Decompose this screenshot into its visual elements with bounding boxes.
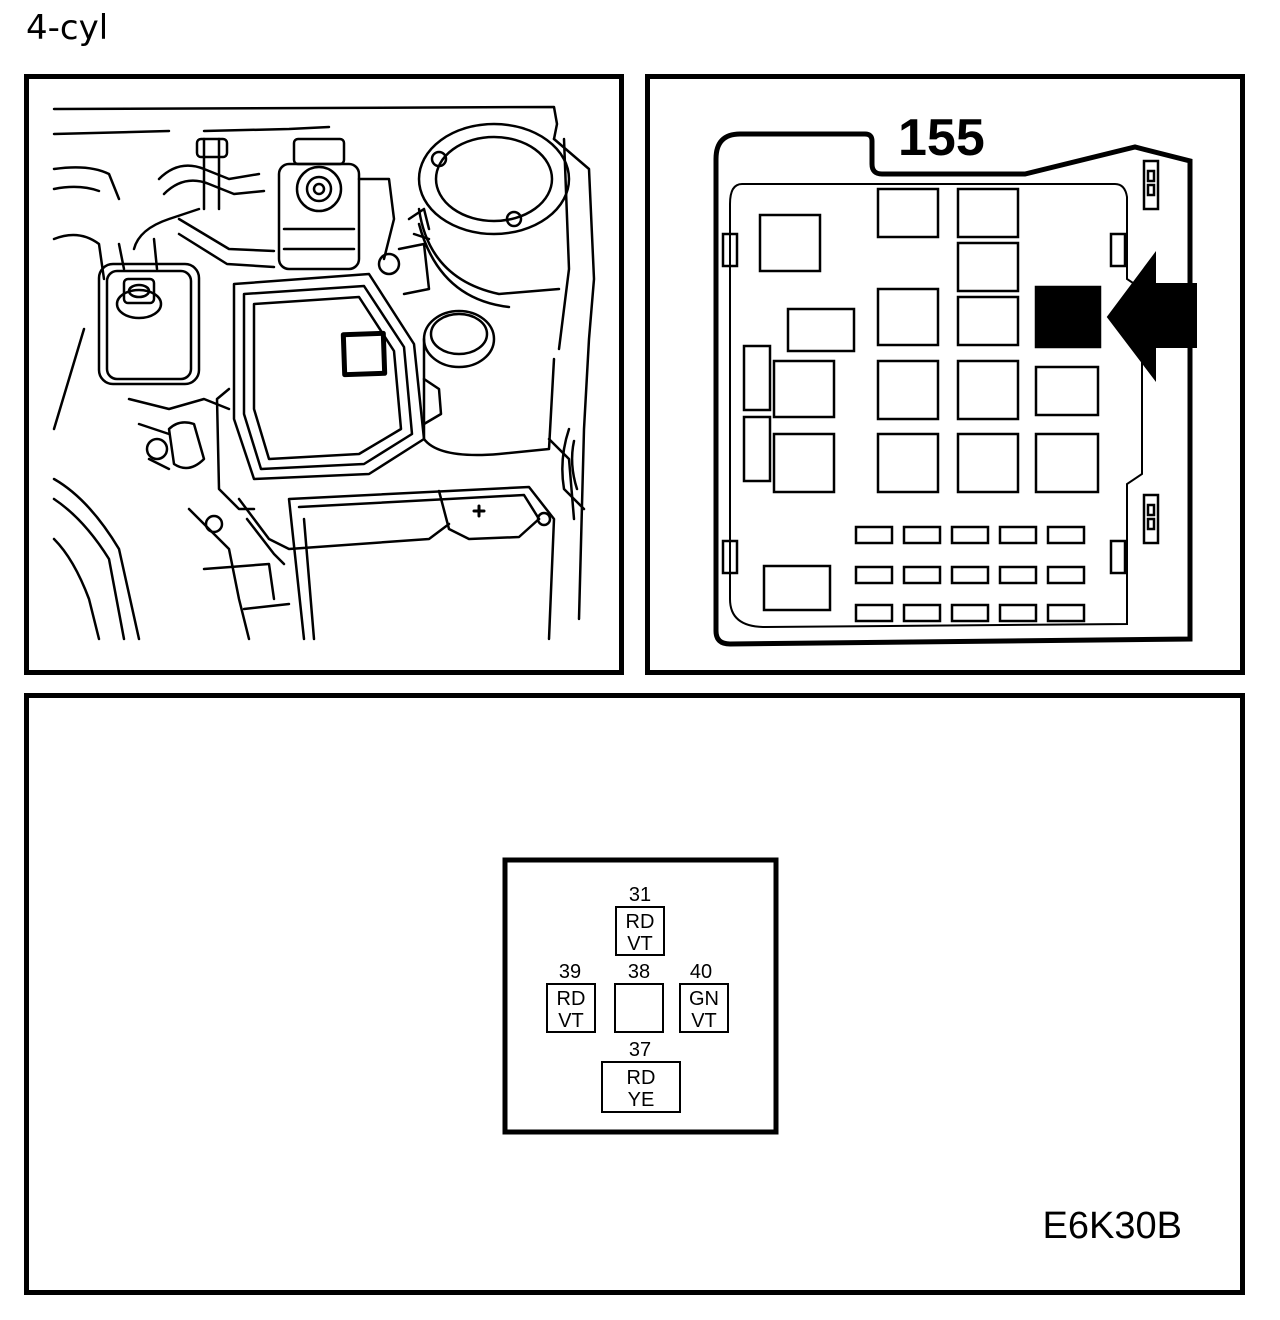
pin-wire-color: RD <box>627 1067 656 1089</box>
figure-id: E6K30B <box>1042 1205 1182 1247</box>
engine-variant-label: 4-cyl <box>26 8 109 48</box>
pin-wire-color: RD <box>626 911 655 933</box>
engine-bay-drawing <box>52 105 596 641</box>
pin-wire-color: VT <box>691 1010 717 1032</box>
pointer-arrow-icon <box>1106 250 1197 382</box>
fuse-box-layout: 155 <box>645 74 1245 675</box>
connector-pinout-panel: 31 RD VT 39 RD VT 38 40 GN VT 37 RD YE E… <box>24 693 1245 1295</box>
pin-cavity <box>679 983 729 1033</box>
pin-wire-color: GN <box>689 988 719 1010</box>
pin-wire-color: RD <box>557 988 586 1010</box>
pin-number: 40 <box>690 961 712 983</box>
pin-cavity <box>546 983 596 1033</box>
pin-number: 39 <box>559 961 581 983</box>
highlighted-relay <box>1034 285 1102 349</box>
engine-bay-illustration <box>24 74 624 675</box>
pin-cavity-empty <box>614 983 664 1033</box>
pin-number: 38 <box>628 961 650 983</box>
pin-wire-color: VT <box>627 933 653 955</box>
fuse-box-drawing: 155 <box>713 109 1197 647</box>
pin-number: 31 <box>629 884 651 906</box>
pin-cavity <box>601 1061 681 1113</box>
fuse-box-label: 155 <box>898 109 985 167</box>
connector-housing <box>502 857 779 1135</box>
fuse-box-outline <box>713 131 1193 647</box>
connector-pinout-drawing: 31 RD VT 39 RD VT 38 40 GN VT 37 RD YE <box>502 857 779 1135</box>
pin-wire-color: YE <box>628 1089 655 1111</box>
pin-wire-color: VT <box>558 1010 584 1032</box>
pin-number: 37 <box>629 1039 651 1061</box>
pin-cavity <box>615 906 665 956</box>
